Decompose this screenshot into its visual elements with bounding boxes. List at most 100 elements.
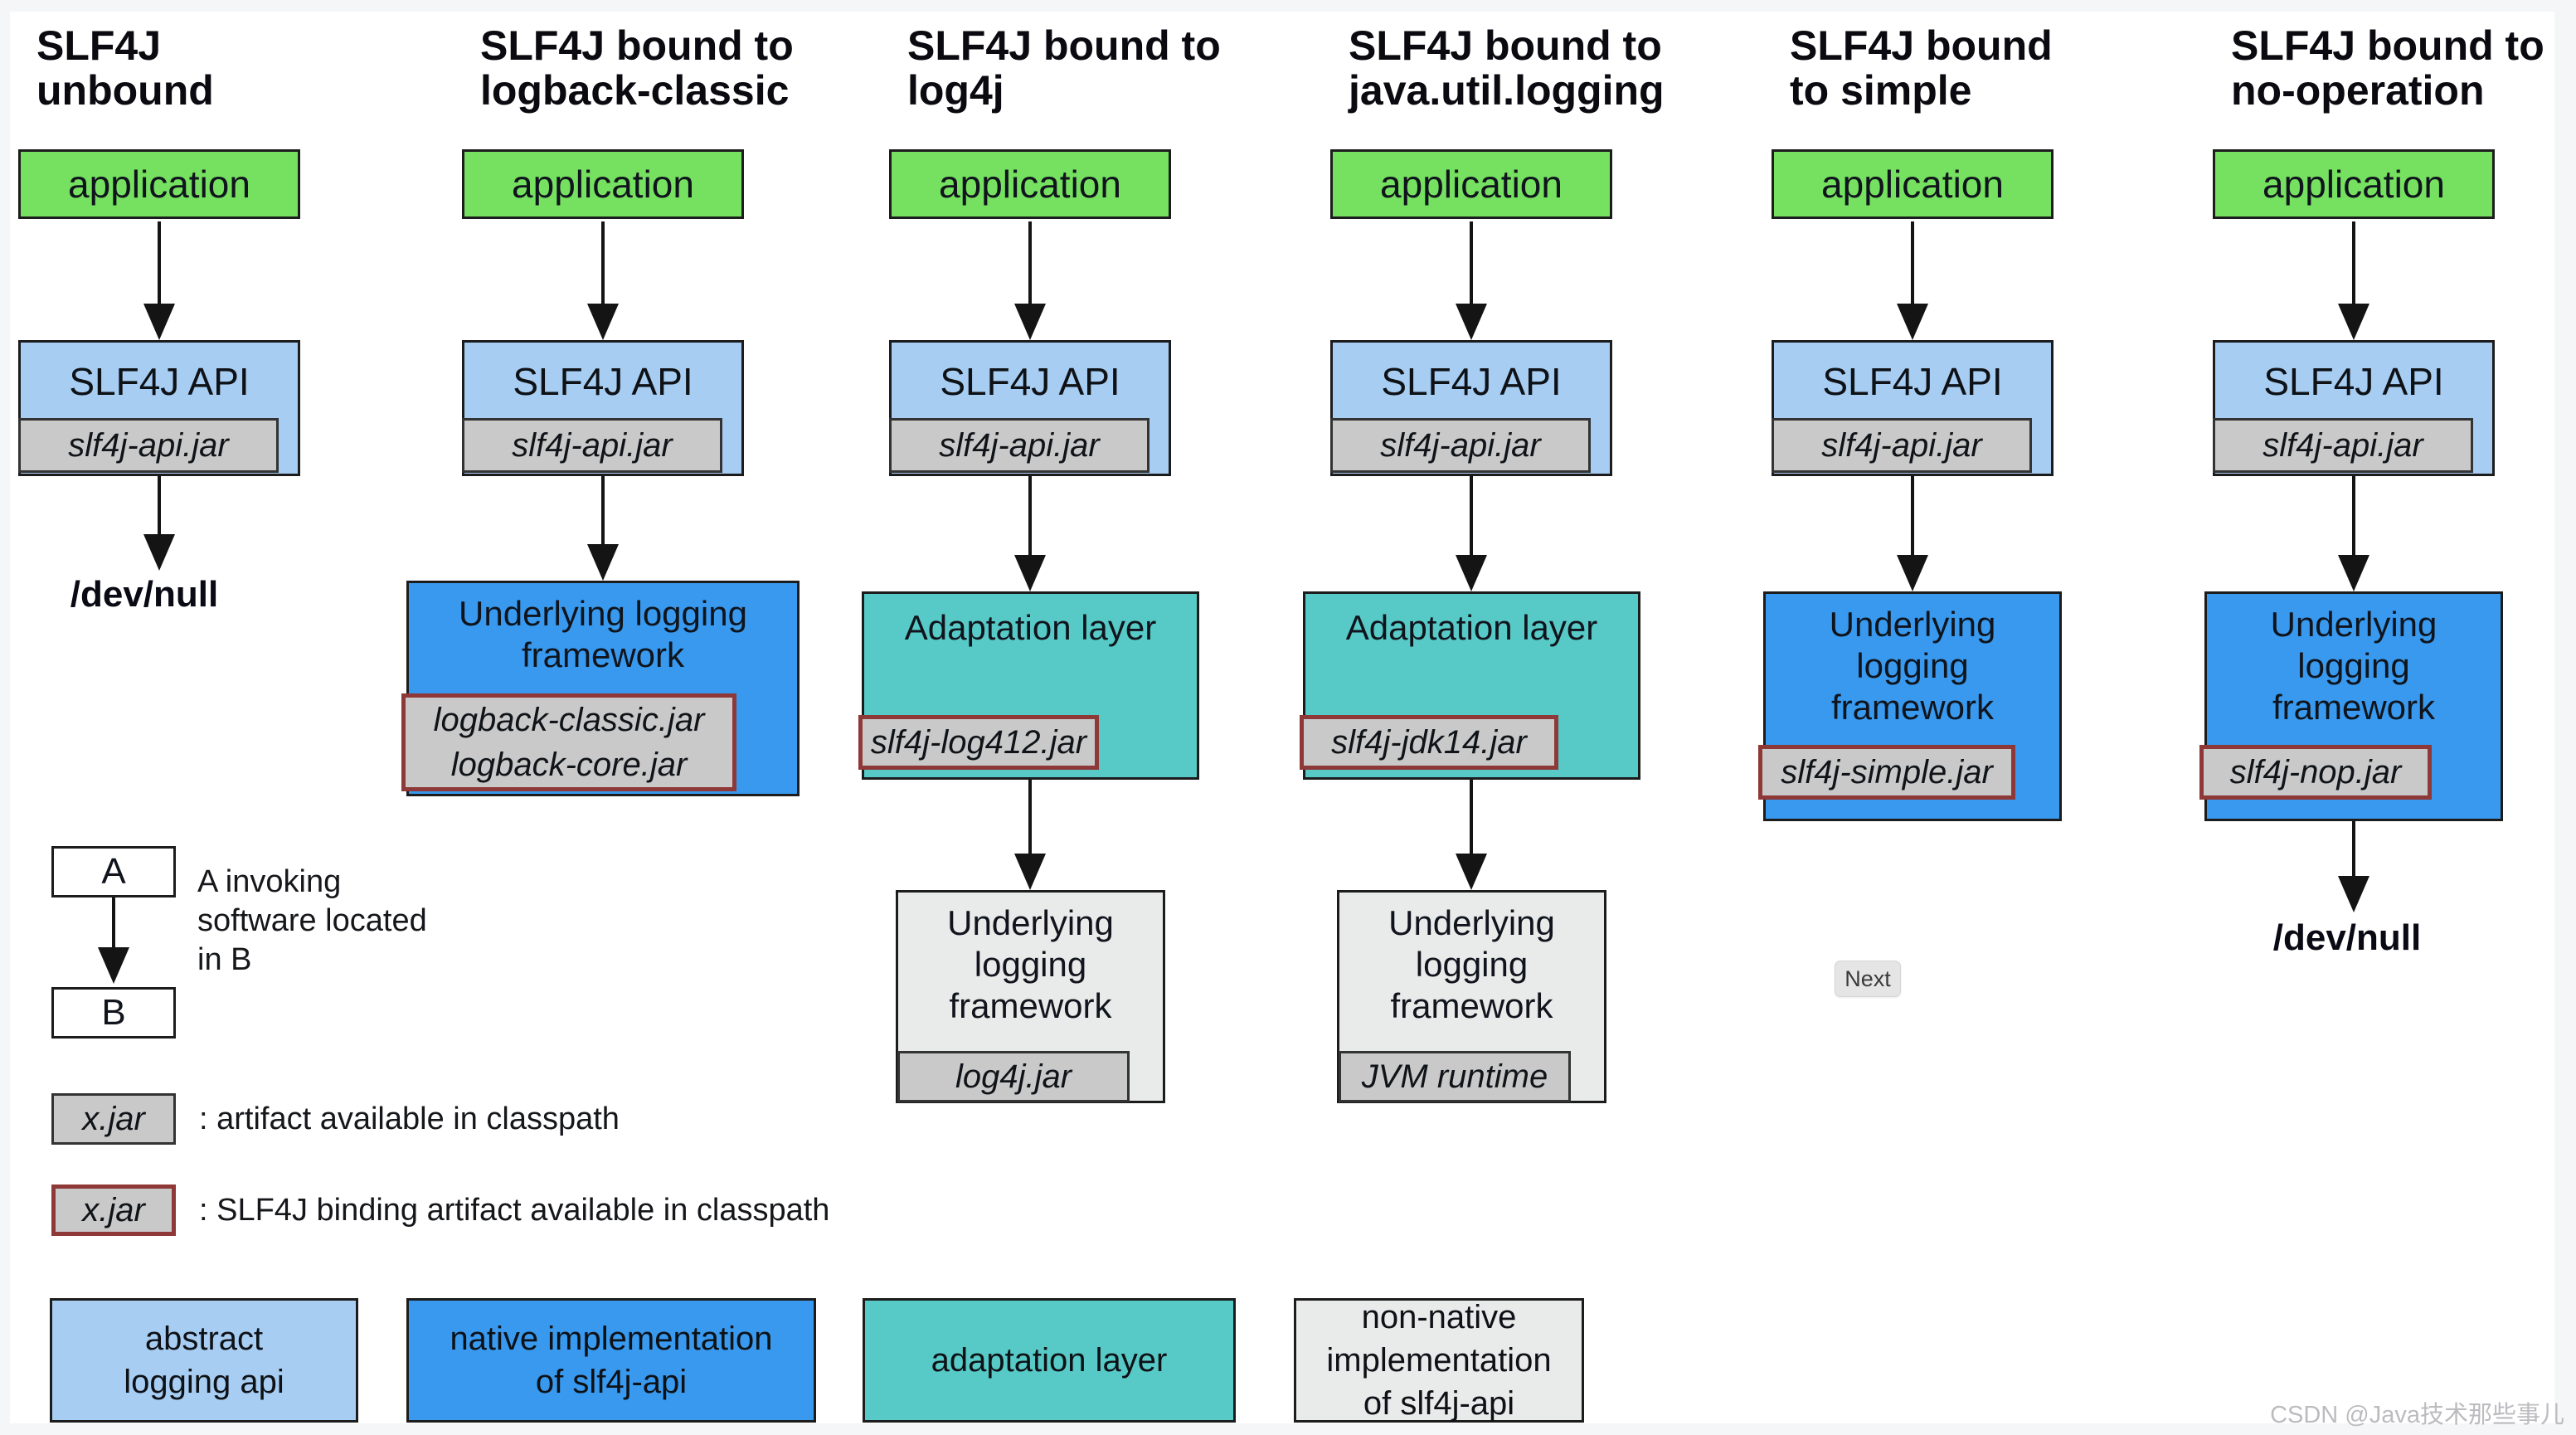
arrow-head-icon bbox=[1456, 304, 1487, 340]
application-label: application bbox=[1821, 163, 2004, 206]
binding-jar-box: slf4j-log412.jar bbox=[858, 715, 1099, 770]
framework-title-line: framework bbox=[949, 986, 1112, 1025]
arrow-line bbox=[158, 221, 161, 307]
application-box: application bbox=[1772, 149, 2054, 219]
binding-jar-box: slf4j-simple.jar bbox=[1758, 745, 2015, 800]
arrow-line bbox=[601, 221, 605, 307]
slf4j-api-jar-box: slf4j-api.jar bbox=[18, 418, 279, 473]
framework-title-line: logging bbox=[974, 945, 1087, 984]
legend-binding-jar-box: x.jar bbox=[51, 1184, 176, 1236]
column-title-line: SLF4J bound to bbox=[2231, 22, 2544, 69]
slf4j-api-label: SLF4J API bbox=[940, 360, 1120, 403]
legend-category-line: logging api bbox=[124, 1364, 284, 1400]
application-box: application bbox=[2213, 149, 2495, 219]
column-title-line: SLF4J bound bbox=[1790, 22, 2053, 69]
application-box: application bbox=[18, 149, 300, 219]
application-label: application bbox=[1380, 163, 1563, 206]
arrow-head-icon bbox=[2338, 876, 2369, 912]
column-title-line: unbound bbox=[36, 67, 214, 114]
legend-category-line: of slf4j-api bbox=[1363, 1385, 1515, 1422]
arrow-line bbox=[158, 476, 161, 538]
column-title-line: no-operation bbox=[2231, 67, 2485, 114]
framework-title-line: logging bbox=[1415, 945, 1529, 984]
jar-label-line: logback-core.jar bbox=[450, 747, 688, 783]
binding-jar-box: slf4j-jdk14.jar bbox=[1300, 715, 1558, 770]
slf4j-api-jar-box: slf4j-api.jar bbox=[1772, 418, 2032, 473]
arrow-line bbox=[2352, 821, 2355, 879]
arrow-line bbox=[2352, 476, 2355, 558]
watermark: CSDN @Java技术那些事儿 bbox=[2270, 1402, 2564, 1428]
framework-title-line: Underlying bbox=[1388, 903, 1555, 942]
arrow-head-icon bbox=[1897, 304, 1928, 340]
arrow-head-icon bbox=[143, 534, 175, 571]
column-title-line: java.util.logging bbox=[1349, 67, 1665, 114]
slf4j-api-box: SLF4J API slf4j-api.jar bbox=[1330, 340, 1612, 476]
column-title-line: SLF4J bound to bbox=[907, 22, 1221, 69]
legend-category-line: abstract bbox=[144, 1321, 264, 1357]
legend-invocation-text-line: in B bbox=[197, 942, 252, 977]
arrow-head-icon bbox=[98, 947, 129, 984]
slf4j-api-jar-box: slf4j-api.jar bbox=[1330, 418, 1591, 473]
binding-jar-box: slf4j-nop.jar bbox=[2199, 745, 2432, 800]
arrow-line bbox=[1470, 780, 1473, 857]
slf4j-api-jar-box: slf4j-api.jar bbox=[462, 418, 722, 473]
adaptation-title: Adaptation layer bbox=[904, 608, 1157, 647]
framework-title-line: Underlying bbox=[947, 903, 1114, 942]
framework-title-line: logging bbox=[2297, 646, 2410, 685]
legend-invocation-text-line: A invoking bbox=[197, 864, 342, 899]
application-box: application bbox=[1330, 149, 1612, 219]
framework-title-line: Underlying bbox=[1829, 605, 1996, 644]
arrow-line bbox=[1028, 476, 1032, 558]
slf4j-api-label: SLF4J API bbox=[69, 360, 250, 403]
legend-category-abstract: abstract logging api bbox=[50, 1298, 358, 1423]
arrow-head-icon bbox=[1014, 555, 1046, 591]
arrow-head-icon bbox=[587, 544, 619, 581]
framework-title-line: logging bbox=[1856, 646, 1969, 685]
arrow-head-icon bbox=[1897, 555, 1928, 591]
next-button[interactable]: Next bbox=[1835, 961, 1901, 997]
framework-title-line: Underlying logging bbox=[459, 594, 747, 633]
adaptation-layer-box: Adaptation layer slf4j-log412.jar bbox=[858, 591, 1199, 780]
framework-title-line: framework bbox=[1390, 986, 1553, 1025]
application-box: application bbox=[889, 149, 1171, 219]
legend-category-adaptation: adaptation layer bbox=[863, 1298, 1236, 1423]
legend-artifact-jar-box: x.jar bbox=[51, 1093, 176, 1145]
column-title-line: SLF4J bound to bbox=[1349, 22, 1662, 69]
legend-category-line: adaptation layer bbox=[931, 1342, 1168, 1379]
slf4j-api-box: SLF4J API slf4j-api.jar bbox=[18, 340, 300, 476]
arrow-line bbox=[601, 476, 605, 547]
slf4j-api-label: SLF4J API bbox=[1381, 360, 1562, 403]
framework-title-line: Underlying bbox=[2270, 605, 2437, 644]
arrow-head-icon bbox=[2338, 304, 2369, 340]
arrow-line bbox=[1028, 221, 1032, 307]
column-title-line: SLF4J bound to bbox=[480, 22, 794, 69]
legend-category-line: non-native bbox=[1361, 1299, 1517, 1335]
slf4j-api-label: SLF4J API bbox=[2263, 360, 2444, 403]
column-title-line: SLF4J bbox=[36, 22, 162, 69]
application-label: application bbox=[512, 163, 694, 206]
framework-title-line: framework bbox=[2272, 688, 2436, 727]
arrow-head-icon bbox=[587, 304, 619, 340]
arrow-line bbox=[112, 897, 115, 951]
framework-jar-box: log4j.jar bbox=[897, 1051, 1130, 1102]
